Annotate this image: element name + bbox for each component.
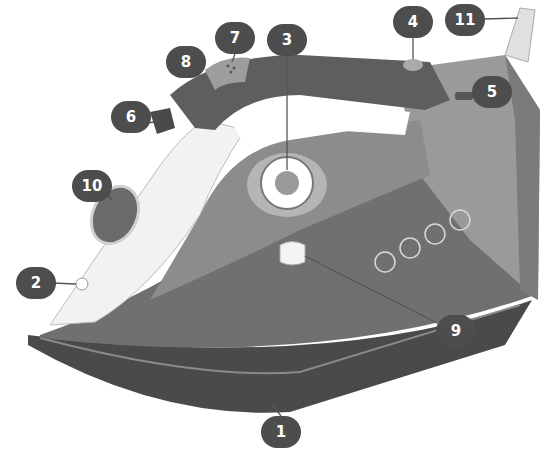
callout-number: 2	[16, 267, 56, 299]
dial-centre	[275, 171, 299, 195]
lamp-5	[455, 92, 473, 100]
body-panel	[150, 120, 430, 300]
callout-number: 5	[472, 76, 512, 108]
cord-guard	[505, 8, 535, 62]
callout-number: 1	[261, 416, 301, 448]
callout-number: 8	[166, 46, 206, 78]
callout-number: 4	[393, 6, 433, 38]
callout-number: 10	[72, 170, 112, 202]
filler-cap	[76, 278, 88, 290]
callout-number: 3	[267, 24, 307, 56]
steam-control	[150, 108, 175, 134]
steam-burst-button	[280, 242, 305, 266]
indicator-lamp	[403, 59, 423, 71]
spray-buttons	[205, 58, 250, 91]
callout-number: 9	[436, 315, 476, 347]
callout-number: 11	[445, 4, 485, 36]
callout-number: 7	[215, 22, 255, 54]
leader-lines	[52, 18, 518, 416]
callout-number: 6	[111, 101, 151, 133]
handle-opening	[230, 100, 410, 145]
